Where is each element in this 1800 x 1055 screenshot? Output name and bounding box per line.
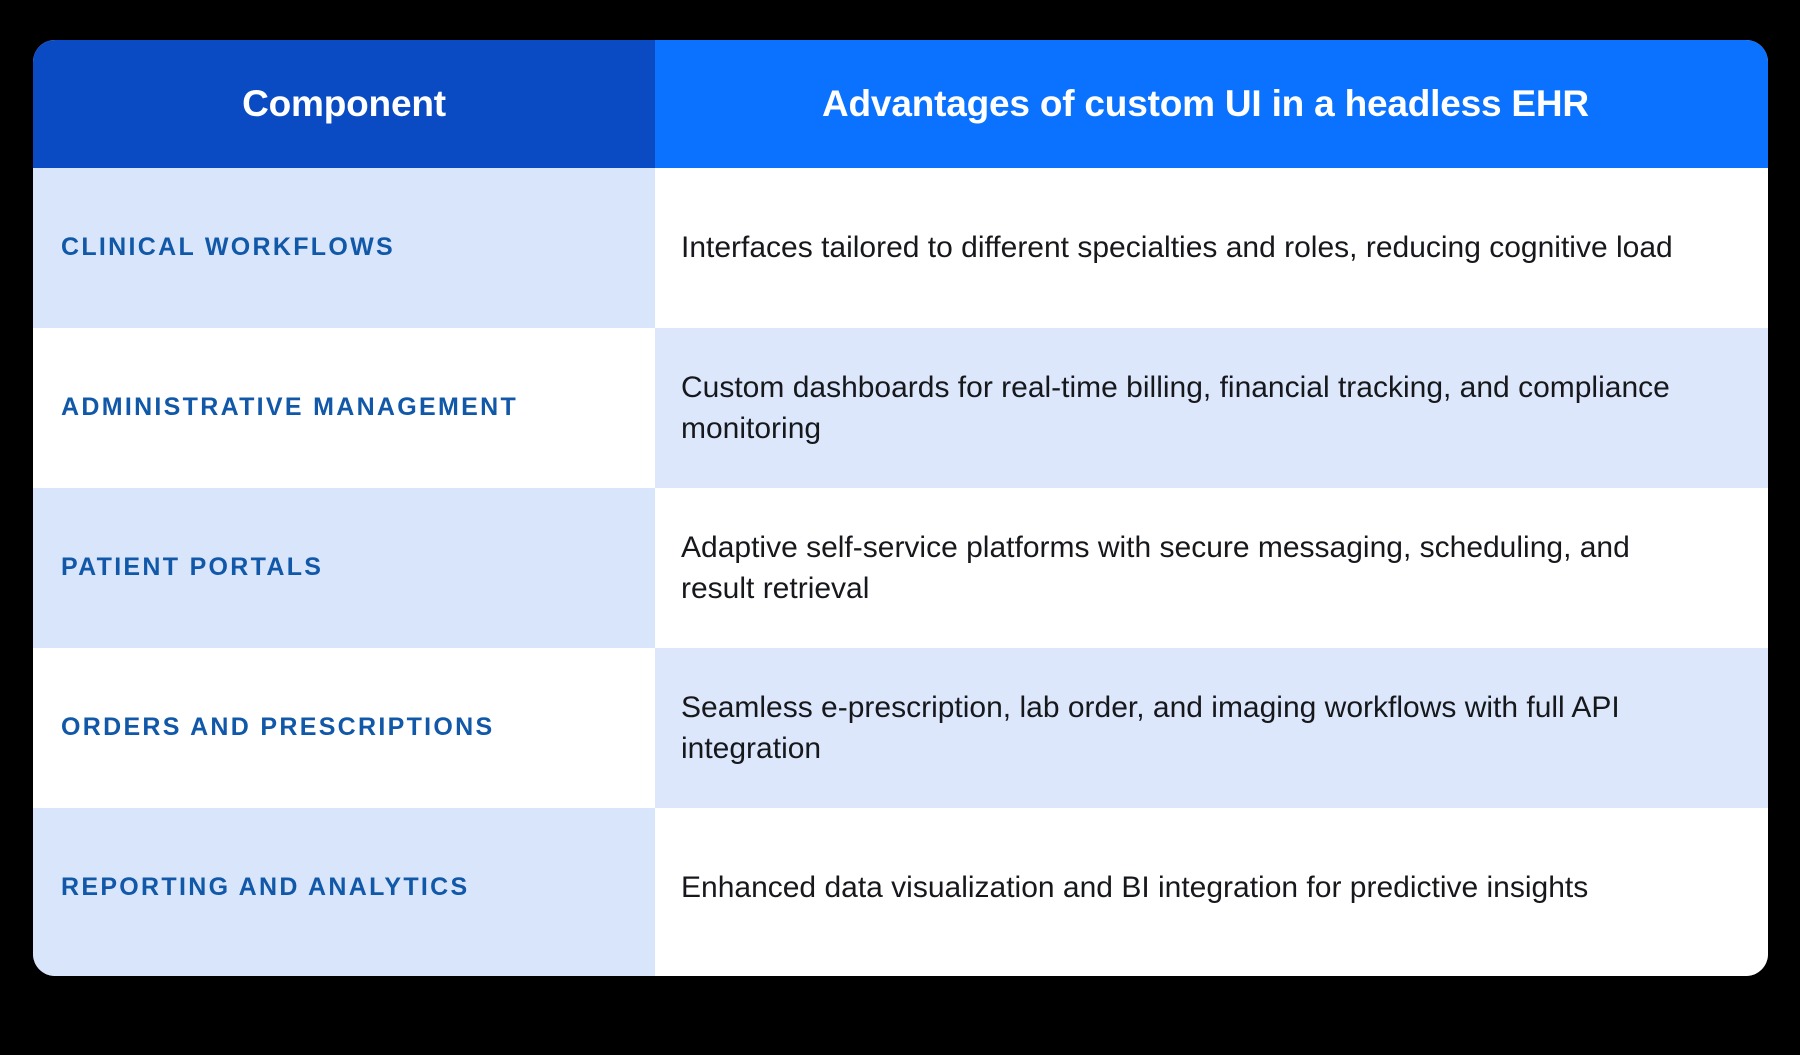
cell-advantage-orders-and-prescriptions: Seamless e-prescription, lab order, and … — [655, 648, 1768, 808]
cell-advantage-clinical-workflows: Interfaces tailored to different special… — [655, 168, 1768, 328]
component-label: Administrative management — [61, 393, 519, 422]
table-row: Reporting and analytics Enhanced data vi… — [33, 808, 1768, 968]
advantage-text: Interfaces tailored to different special… — [681, 231, 1673, 265]
column-header-advantages-label: Advantages of custom UI in a headless EH… — [822, 82, 1589, 124]
card-bottom-edge-right — [655, 968, 1768, 976]
table-body: Clinical workflows Interfaces tailored t… — [33, 168, 1768, 968]
table-row: Clinical workflows Interfaces tailored t… — [33, 168, 1768, 328]
advantage-text: Adaptive self-service platforms with sec… — [681, 530, 1630, 605]
component-label: Clinical workflows — [61, 233, 395, 262]
card-bottom-edge-left — [33, 968, 655, 976]
advantage-text: Enhanced data visualization and BI integ… — [681, 871, 1589, 905]
cell-advantage-reporting-and-analytics: Enhanced data visualization and BI integ… — [655, 808, 1768, 968]
comparison-table-card: Component Advantages of custom UI in a h… — [33, 40, 1768, 976]
component-label: Reporting and analytics — [61, 873, 470, 902]
cell-component-orders-and-prescriptions: Orders and prescriptions — [33, 648, 655, 808]
table-row: Patient portals Adaptive self-service pl… — [33, 488, 1768, 648]
cell-advantage-administrative-management: Custom dashboards for real-time billing,… — [655, 328, 1768, 488]
cell-advantage-patient-portals: Adaptive self-service platforms with sec… — [655, 488, 1768, 648]
cell-component-patient-portals: Patient portals — [33, 488, 655, 648]
column-header-advantages: Advantages of custom UI in a headless EH… — [655, 40, 1768, 168]
component-label: Patient portals — [61, 553, 324, 582]
cell-component-administrative-management: Administrative management — [33, 328, 655, 488]
table-header-row: Component Advantages of custom UI in a h… — [33, 40, 1768, 168]
card-bottom-edge — [33, 968, 1768, 976]
cell-component-clinical-workflows: Clinical workflows — [33, 168, 655, 328]
table-row: Orders and prescriptions Seamless e-pres… — [33, 648, 1768, 808]
table-row: Administrative management Custom dashboa… — [33, 328, 1768, 488]
column-header-component: Component — [33, 40, 655, 168]
component-label: Orders and prescriptions — [61, 713, 495, 742]
cell-component-reporting-and-analytics: Reporting and analytics — [33, 808, 655, 968]
column-header-component-label: Component — [242, 82, 446, 124]
advantage-text: Custom dashboards for real-time billing,… — [681, 370, 1670, 445]
advantage-text: Seamless e-prescription, lab order, and … — [681, 690, 1620, 765]
